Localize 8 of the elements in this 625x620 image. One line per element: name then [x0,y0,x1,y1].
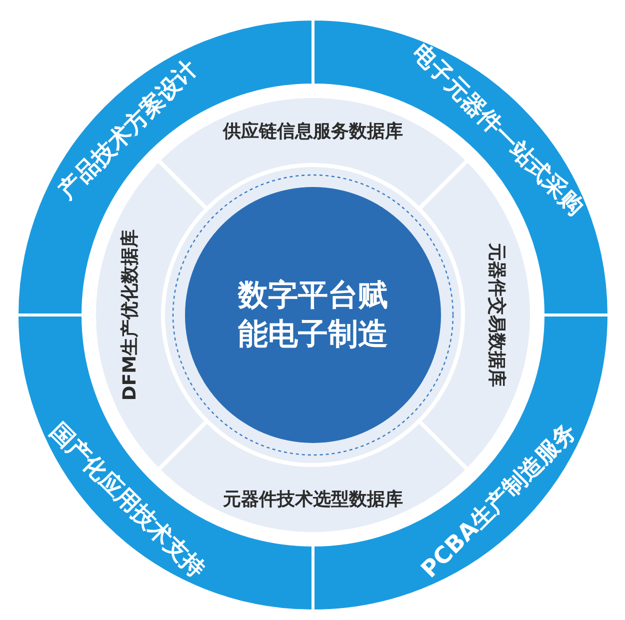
segment-label: 元器件技术选型数据库 [223,488,403,511]
center-title: 数字平台赋能电子制造 [236,277,389,354]
segment-label: DFM生产优化数据库 [118,229,142,401]
segment-label: 供应链信息服务数据库 [223,120,403,143]
segment-label: 电子元器件一站式采购 [406,38,590,222]
segment-label: 产品技术方案设计 [52,54,204,206]
segment-label: 元器件交易数据库 [485,243,508,387]
segment-label: 国产化应用技术支持 [44,417,211,584]
